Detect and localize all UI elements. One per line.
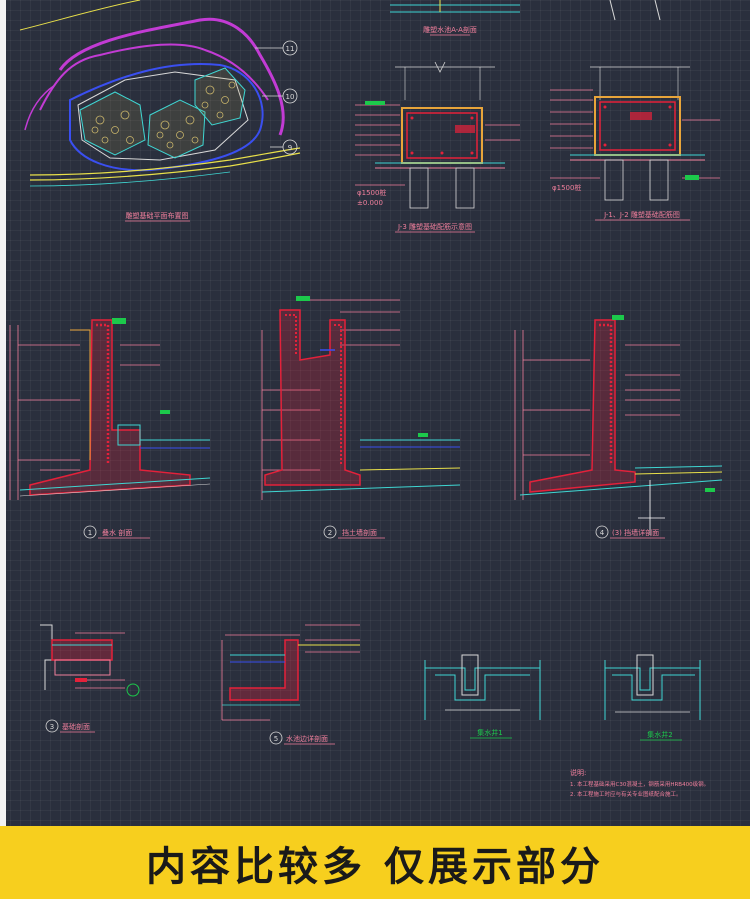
section-j12: φ1500桩 J-1、J-2 雕塑基础配筋图 (550, 0, 720, 221)
cad-drawing: 11 10 9 雕塑基础平面布置图 雕塑水池A-A剖面 (9, 0, 723, 798)
notes-title: 说明: (570, 768, 586, 777)
detail-1: 1 叠水 剖面 (9, 318, 211, 539)
detail-6-title: 集水井1 (477, 728, 502, 737)
bottom-banner: 内容比较多 仅展示部分 (0, 826, 750, 899)
detail-6: 集水井1 (424, 654, 541, 739)
canvas-left-edge (0, 0, 6, 826)
pile-note-left: φ1500桩 (357, 188, 386, 197)
detail-1-number: 1 (88, 529, 92, 537)
plan-title: 雕塑基础平面布置图 (126, 211, 189, 220)
note-2: 2. 本工程施工时应与有关专业图纸配合施工。 (570, 790, 682, 798)
detail-5: 5 水池边详剖面 (221, 624, 360, 745)
banner-text: 内容比较多 仅展示部分 (146, 843, 604, 890)
section-j3: 雕塑水池A-A剖面 φ1500桩 ±0.000 J (355, 0, 520, 233)
elevation-note-left: ±0.000 (357, 199, 383, 207)
section-j12-title: J-1、J-2 雕塑基础配筋图 (603, 210, 680, 219)
pile-note-right: φ1500桩 (552, 183, 581, 192)
detail-3-number: 4 (600, 529, 605, 537)
section-j3-title: J-3 雕塑基础配筋示意图 (397, 222, 472, 231)
detail-1-title: 叠水 剖面 (102, 528, 132, 537)
detail-3-title: (3) 挡墙详剖面 (612, 528, 659, 537)
detail-4-number: 3 (50, 723, 54, 731)
detail-7-title: 集水井2 (647, 730, 672, 739)
detail-4: 3 基础剖面 (40, 624, 140, 733)
notes: 说明: 1. 本工程基础采用C30混凝土，钢筋采用HRB400级钢。 2. 本工… (570, 768, 709, 798)
detail-4-title: 基础剖面 (62, 722, 90, 731)
section-a-title: 雕塑水池A-A剖面 (423, 25, 477, 34)
detail-2: 2 挡土墙剖面 (261, 296, 461, 539)
grid-mark-10: 10 (286, 93, 295, 101)
detail-3: 4 (3) 挡墙详剖面 (514, 315, 723, 539)
detail-7: 集水井2 (604, 654, 701, 741)
cad-drawing-canvas[interactable]: 11 10 9 雕塑基础平面布置图 雕塑水池A-A剖面 (0, 0, 750, 826)
grid-mark-9: 9 (288, 144, 292, 152)
note-1: 1. 本工程基础采用C30混凝土，钢筋采用HRB400级钢。 (570, 780, 709, 788)
grid-mark-11: 11 (286, 45, 295, 53)
detail-2-number: 2 (328, 529, 332, 537)
detail-5-number: 5 (274, 735, 278, 743)
plan-view: 11 10 9 雕塑基础平面布置图 (19, 0, 301, 222)
detail-2-title: 挡土墙剖面 (342, 528, 377, 537)
detail-5-title: 水池边详剖面 (286, 734, 328, 743)
